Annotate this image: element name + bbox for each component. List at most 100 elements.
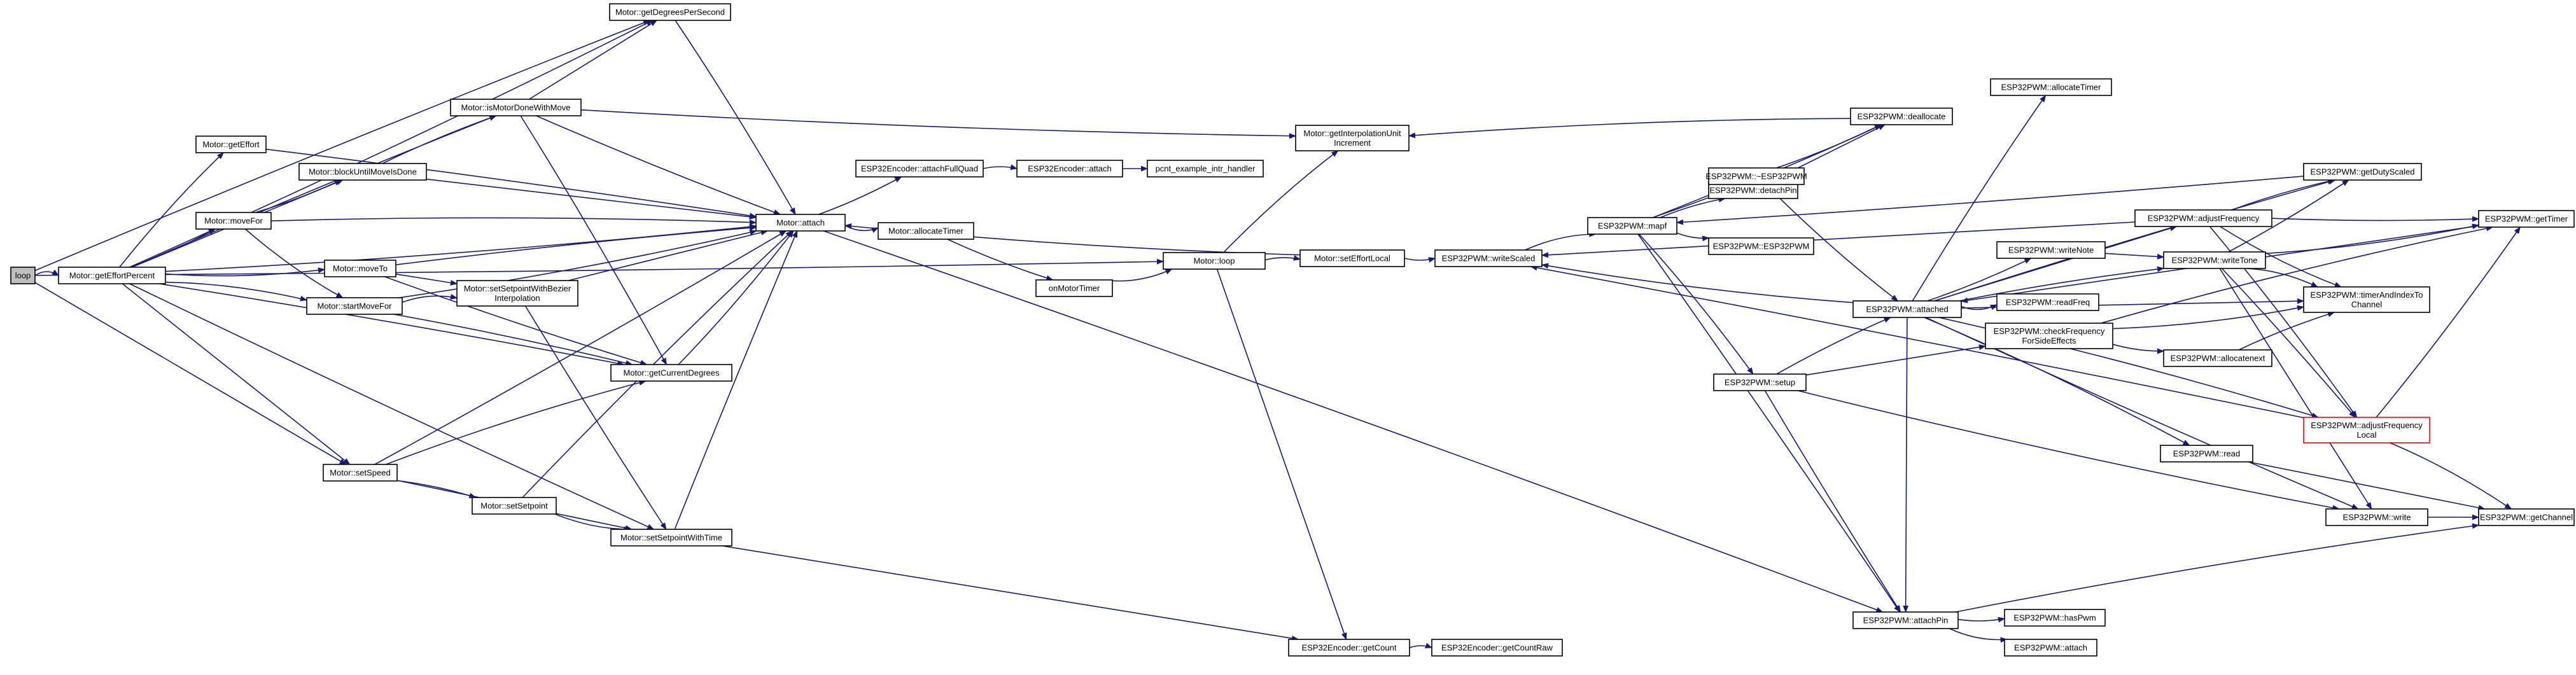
- node-setSetpoint[interactable]: Motor::setSetpoint: [472, 497, 557, 515]
- node-motorLoop[interactable]: Motor::loop: [1163, 252, 1266, 270]
- node-readFreq[interactable]: ESP32PWM::readFreq: [1996, 293, 2099, 311]
- node-box: [610, 529, 732, 546]
- call-edge-getEffortPercent-to-moveTo: [165, 267, 326, 277]
- node-label: onMotorTimer: [1049, 284, 1100, 293]
- node-attachPin[interactable]: ESP32PWM::attachPin: [1852, 611, 1959, 629]
- node-blockUntilMoveIsDone[interactable]: Motor::blockUntilMoveIsDone: [298, 163, 427, 181]
- node-hasPwm[interactable]: ESP32PWM::hasPwm: [2004, 609, 2106, 627]
- node-box: [2163, 251, 2266, 269]
- call-edge-attach-to-attachFullQuad: [818, 176, 902, 215]
- node-attach[interactable]: Motor::attach: [755, 214, 846, 232]
- node-moveFor[interactable]: Motor::moveFor: [195, 212, 272, 230]
- call-edge-getCurrentDegrees-to-attach: [678, 230, 794, 365]
- node-label: ESP32PWM::getChannel: [2480, 513, 2573, 522]
- call-edge-getDutyScaled-to-mapf: [1676, 176, 2304, 225]
- node-box: [2325, 508, 2428, 526]
- node-box: [1434, 249, 1543, 267]
- node-writeTone[interactable]: ESP32PWM::writeTone: [2163, 251, 2266, 269]
- node-constructor[interactable]: ESP32PWM::ESP32PWM: [1708, 237, 1814, 255]
- call-edge-attached-to-adjustFrequency: [1934, 225, 2178, 302]
- node-layer: loop Motor::getEffortPercent Motor::getDeg…: [10, 3, 2575, 657]
- node-mapf[interactable]: ESP32PWM::mapf: [1587, 217, 1677, 235]
- node-label: ESP32PWM::read: [2173, 449, 2241, 459]
- call-edge-getEffortPercent-to-getEffort: [119, 152, 225, 268]
- node-moveTo[interactable]: Motor::moveTo: [324, 260, 396, 277]
- call-edge-setSetpointWithBezier-to-setSetpointWithTime: [524, 305, 667, 530]
- node-label: ESP32PWM::ESP32PWM: [1713, 242, 1810, 251]
- node-label: Motor::setSetpointWithBezier: [464, 284, 571, 293]
- node-attachFullQuad[interactable]: ESP32Encoder::attachFullQuad: [855, 160, 984, 177]
- node-label: ESP32Encoder::getCountRaw: [1441, 643, 1553, 653]
- node-setup[interactable]: ESP32PWM::setup: [1713, 373, 1807, 391]
- call-edge-setSetpoint-to-attach: [522, 230, 793, 498]
- node-getEffort[interactable]: Motor::getEffort: [195, 136, 267, 153]
- node-pcnt[interactable]: pcnt_example_intr_handler: [1147, 160, 1264, 177]
- call-edge-setSetpointWithTime-to-attach: [674, 230, 798, 530]
- node-attached[interactable]: ESP32PWM::attached: [1852, 300, 1962, 318]
- node-getDutyScaled[interactable]: ESP32PWM::getDutyScaled: [2303, 163, 2422, 181]
- call-edge-getEffort-to-attach: [265, 148, 757, 219]
- call-edge-adjustFrequencyLocal-to-writeScaled: [1530, 265, 2304, 419]
- node-box: [2478, 508, 2575, 526]
- node-loop[interactable]: loop: [10, 267, 36, 284]
- node-setEffortLocal[interactable]: Motor::setEffortLocal: [1299, 249, 1405, 267]
- node-getEffortPercent[interactable]: Motor::getEffortPercent: [58, 267, 166, 284]
- call-edge-attached-to-writeNote: [1927, 258, 2032, 302]
- node-isMotorDoneWithMove[interactable]: Motor::isMotorDoneWithMove: [450, 99, 582, 116]
- node-allocateTimerMotor[interactable]: Motor::allocateTimer: [878, 222, 974, 240]
- node-box: [10, 267, 36, 284]
- node-label: Motor::loop: [1193, 256, 1235, 266]
- node-setSetpointWithTime[interactable]: Motor::setSetpointWithTime: [610, 529, 732, 546]
- node-label: Local: [2356, 430, 2376, 440]
- node-box: [609, 3, 731, 21]
- node-box: [1587, 217, 1677, 235]
- call-edge-attach-to-attachPin: [823, 230, 1884, 613]
- call-edge-isMotorDoneWithMove-to-getCurrentDegrees: [520, 115, 668, 365]
- call-edge-getEffortPercent-to-setSetpointWithTime: [129, 283, 655, 530]
- node-writeScaled[interactable]: ESP32PWM::writeScaled: [1434, 249, 1543, 267]
- node-startMoveFor[interactable]: Motor::startMoveFor: [306, 297, 403, 315]
- node-adjustFrequency[interactable]: ESP32PWM::adjustFrequency: [2134, 209, 2272, 227]
- node-pwmWrite[interactable]: ESP32PWM::write: [2325, 508, 2428, 526]
- node-getChannel[interactable]: ESP32PWM::getChannel: [2478, 508, 2575, 526]
- call-edge-attached-to-allocateTimerPWM: [1912, 95, 2047, 302]
- node-label: ESP32PWM::timerAndIndexTo: [2310, 290, 2423, 300]
- call-edge-writeTone-to-timerAndIndexToChannel: [2246, 268, 2318, 288]
- node-label: pcnt_example_intr_handler: [1156, 164, 1256, 174]
- node-setSpeed[interactable]: Motor::setSpeed: [323, 464, 398, 482]
- node-label: ESP32PWM::checkFrequency: [1994, 326, 2105, 336]
- node-destructor[interactable]: ESP32PWM::~ESP32PWM: [1705, 167, 1807, 185]
- call-edge-onMotorTimer-to-motorLoop: [1112, 268, 1173, 282]
- node-label: ESP32PWM::hasPwm: [2013, 613, 2096, 623]
- node-getDegreesPerSecond[interactable]: Motor::getDegreesPerSecond: [609, 3, 731, 21]
- call-edge-attached-to-writeScaled: [1541, 263, 1854, 303]
- node-box: [324, 260, 396, 277]
- node-pwmAttach[interactable]: ESP32PWM::attach: [2004, 639, 2097, 657]
- call-edge-adjustFrequency-to-getDutyScaled: [2231, 178, 2335, 211]
- call-edge-writeTone-to-getTimer: [2265, 223, 2480, 254]
- call-edge-getEffortPercent-to-getDegreesPerSecond: [129, 20, 654, 268]
- node-getTimer[interactable]: ESP32PWM::getTimer: [2478, 210, 2575, 228]
- node-label: Channel: [2351, 300, 2383, 309]
- node-encAttach[interactable]: ESP32Encoder::attach: [1016, 160, 1123, 177]
- node-label: ESP32PWM::allocatenext: [2171, 354, 2265, 363]
- node-getCount[interactable]: ESP32Encoder::getCount: [1288, 639, 1410, 657]
- node-writeNote[interactable]: ESP32PWM::writeNote: [1996, 241, 2106, 259]
- node-box: [2163, 349, 2272, 367]
- node-pwmRead[interactable]: ESP32PWM::read: [2160, 445, 2253, 463]
- node-deallocate[interactable]: ESP32PWM::deallocate: [1850, 108, 1953, 125]
- node-getCountRaw[interactable]: ESP32Encoder::getCountRaw: [1431, 639, 1563, 657]
- call-edge-getCount-to-getCountRaw: [1409, 643, 1433, 648]
- node-onMotorTimer[interactable]: onMotorTimer: [1035, 279, 1113, 297]
- node-allocatenext[interactable]: ESP32PWM::allocatenext: [2163, 349, 2272, 367]
- call-edge-moveFor-to-attach: [270, 217, 757, 225]
- node-allocateTimerPWM[interactable]: ESP32PWM::allocateTimer: [1990, 78, 2112, 96]
- node-getCurrentDegrees[interactable]: Motor::getCurrentDegrees: [610, 364, 732, 382]
- node-setSetpointWithBezier[interactable]: Motor::setSetpointWithBezierInterpolatio…: [456, 280, 578, 307]
- node-box: [306, 297, 403, 315]
- node-label: ESP32Encoder::getCount: [1302, 643, 1397, 653]
